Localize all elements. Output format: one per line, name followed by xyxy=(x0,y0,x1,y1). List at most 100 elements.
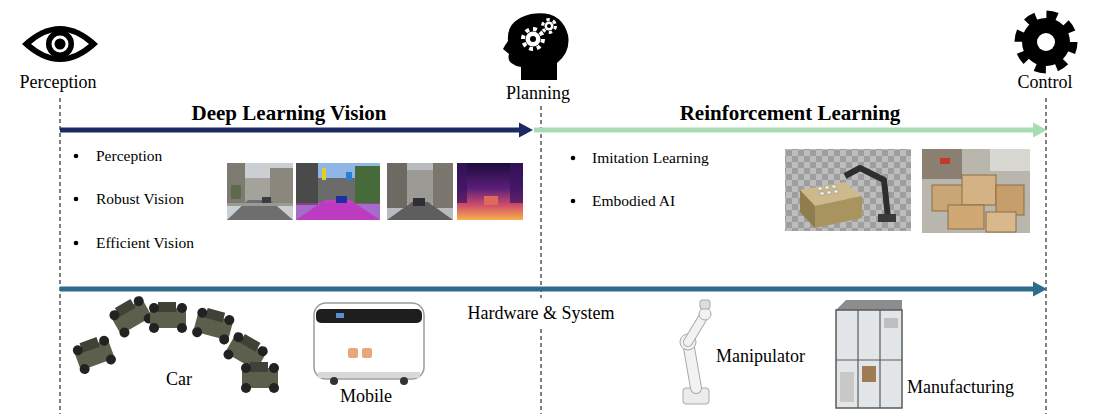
street-photo xyxy=(262,197,271,203)
mobile-robot xyxy=(316,309,422,323)
segmentation-map xyxy=(296,203,380,220)
manufacturing-cell xyxy=(836,310,902,408)
rover-cars xyxy=(71,294,279,394)
street-photo xyxy=(227,163,245,203)
eye-icon xyxy=(55,39,66,50)
boxes-photo xyxy=(962,175,996,205)
manufacturing-cell xyxy=(857,310,858,408)
robot-simulation xyxy=(834,190,838,193)
bullet-dot xyxy=(74,154,576,246)
rover-cars xyxy=(149,302,187,333)
robot-simulation xyxy=(832,185,836,188)
rover-cars xyxy=(222,330,270,376)
rover-cars xyxy=(256,344,270,358)
stage-label: Control xyxy=(1017,72,1072,93)
boxes-photo xyxy=(990,149,1030,171)
head-gears-icon xyxy=(503,13,569,80)
manipulator-arm xyxy=(680,300,711,404)
rover-cars xyxy=(218,333,230,345)
dashed-guide xyxy=(60,98,1046,414)
rover-cars xyxy=(205,308,225,322)
segmentation-map xyxy=(318,178,355,203)
gear-icon xyxy=(1019,15,1073,69)
rover-cars xyxy=(108,308,122,322)
street-photo xyxy=(227,200,293,220)
bullet-item: Efficient Vision xyxy=(96,234,194,252)
street-photo xyxy=(227,163,293,220)
rover-cars xyxy=(78,363,91,376)
robot-simulation xyxy=(800,190,815,228)
hardware-label: Manipulator xyxy=(716,346,805,367)
rover-cars xyxy=(149,323,159,333)
segmentation-map xyxy=(336,196,347,203)
robot-simulation xyxy=(785,149,911,231)
manufacturing-cell xyxy=(836,359,902,360)
manufacturing-cell xyxy=(884,318,898,328)
rover-cars xyxy=(177,303,187,313)
dashed-guide xyxy=(541,106,542,298)
rover-cars xyxy=(196,307,208,319)
rover-cars xyxy=(191,326,203,338)
eye-icon xyxy=(52,36,69,53)
depth-map xyxy=(457,163,467,203)
segmentation-map xyxy=(322,168,326,180)
rover-cars xyxy=(269,363,279,373)
manufacturing-cell xyxy=(862,366,876,382)
robot-simulation xyxy=(820,192,824,195)
depth-map xyxy=(457,163,523,220)
dashed-guide xyxy=(60,98,61,414)
head-gears-icon xyxy=(503,13,569,80)
robot-simulation xyxy=(827,191,831,194)
rover-cars xyxy=(71,333,117,375)
segmentation-map xyxy=(355,166,380,204)
street-photo xyxy=(387,163,407,208)
rover-cars xyxy=(223,314,235,326)
street-photo xyxy=(387,163,453,220)
band-label: Hardware & System xyxy=(468,303,615,324)
boxes-photo xyxy=(922,149,962,179)
mobile-robot xyxy=(348,348,358,358)
street-photo xyxy=(245,178,270,203)
hardware-arrow xyxy=(60,287,1036,292)
head-gears-icon xyxy=(523,29,543,49)
boxes-photo xyxy=(948,205,984,229)
manipulator-arm xyxy=(700,300,710,309)
street-photo xyxy=(231,185,241,199)
street-photo xyxy=(227,203,293,206)
bullet-dot xyxy=(571,199,576,204)
street-photo xyxy=(433,163,453,208)
head-gears-icon xyxy=(526,32,541,47)
rover-cars xyxy=(232,330,246,344)
rover-cars xyxy=(191,306,236,346)
rover-cars xyxy=(241,383,251,393)
rover-cars xyxy=(105,353,118,366)
segmentation-map xyxy=(296,163,380,220)
manufacturing-cell xyxy=(840,372,854,402)
hardware-arrow xyxy=(60,282,1047,297)
robot-simulation xyxy=(818,185,838,195)
segmentation-map xyxy=(346,172,352,180)
mobile-robot xyxy=(314,303,424,379)
boxes-photo xyxy=(996,185,1024,215)
robot-simulation xyxy=(878,214,896,222)
bullet-item: Imitation Learning xyxy=(592,149,709,167)
manufacturing-cell xyxy=(836,300,902,310)
robot-simulation xyxy=(825,186,829,189)
mobile-robot xyxy=(400,377,408,385)
hardware-label: Car xyxy=(166,369,192,390)
rover-cars xyxy=(71,344,84,357)
vision-arrow xyxy=(519,123,533,138)
boxes-photo xyxy=(940,158,950,164)
boxes-photo xyxy=(922,149,1030,233)
street-photo xyxy=(413,198,425,206)
street-photo xyxy=(270,168,293,204)
eye-icon xyxy=(22,26,98,62)
rover-cars xyxy=(241,362,279,393)
dashed-guide xyxy=(541,329,542,414)
depth-map xyxy=(510,163,523,203)
dashed-guide xyxy=(1046,98,1047,414)
bullet-item: Embodied AI xyxy=(592,192,675,210)
robot-simulation xyxy=(818,187,822,190)
robot-simulation xyxy=(845,168,888,218)
